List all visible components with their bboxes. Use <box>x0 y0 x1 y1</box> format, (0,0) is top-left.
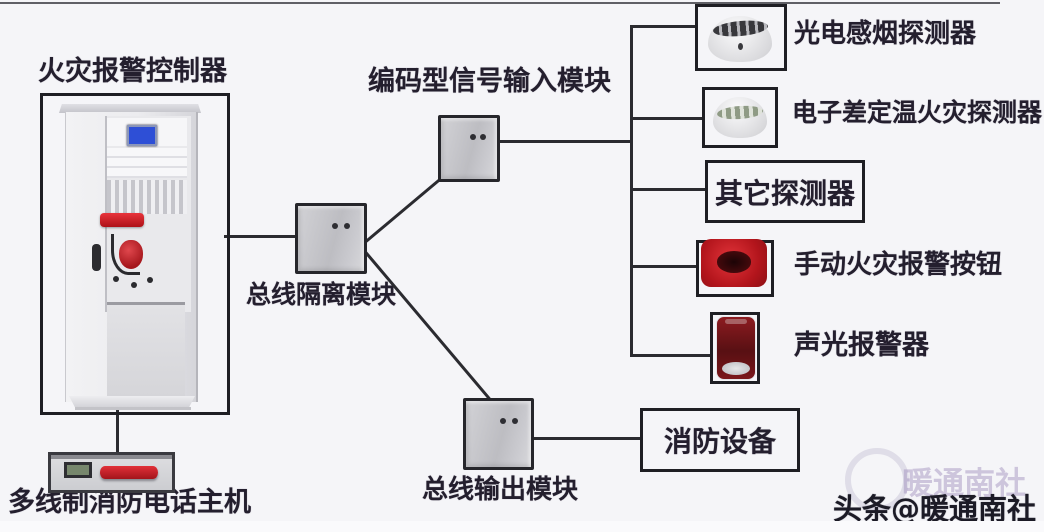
phone-host-top-strip <box>51 455 172 459</box>
cabinet-top-cap <box>59 104 201 113</box>
other-detector-label: 其它探测器 <box>714 176 855 210</box>
smoke-detector-label: 光电感烟探测器 <box>794 19 977 49</box>
module-terminal-dot <box>499 418 506 425</box>
input-module <box>438 115 500 182</box>
output-module <box>463 398 534 470</box>
module-terminal-dot <box>480 133 487 140</box>
cabinet-lower-door <box>107 302 185 397</box>
fire-equipment-box: 消防设备 <box>640 408 800 472</box>
controller-box <box>40 93 230 415</box>
cabinet-knob-dot <box>147 277 153 283</box>
watermark-main-text: 头条@暖通南社 <box>833 492 1037 526</box>
cabinet-indicator-rows <box>107 148 187 178</box>
cabinet-red-handset <box>119 240 143 269</box>
connector-input-trunk <box>498 140 633 143</box>
cabinet-base <box>69 396 195 408</box>
module-terminal-dot <box>511 418 518 425</box>
top-border-line <box>0 2 1000 4</box>
cabinet-red-bar <box>100 213 144 227</box>
output-module-label: 总线输出模块 <box>422 475 579 505</box>
smoke-detector-led <box>738 43 743 50</box>
manual-call-point-center <box>716 251 752 273</box>
connector-controller-phone <box>116 408 119 454</box>
sound-light-alarm-label: 声光报警器 <box>794 330 929 361</box>
cabinet-knob-dot <box>131 282 137 288</box>
branch-sound-light-alarm <box>630 354 712 357</box>
watermark-logo-icon <box>845 448 909 512</box>
fire-equipment-label: 消防设备 <box>663 425 776 458</box>
cabinet-lcd-screen <box>127 125 157 146</box>
cabinet-phone-cord <box>111 234 140 275</box>
phone-host-red-handset <box>100 466 158 479</box>
connector-controller-isolation <box>224 235 296 238</box>
module-terminal-dot <box>470 133 477 140</box>
phone-host-image <box>48 452 175 493</box>
trunk-line <box>630 25 633 357</box>
smoke-detector-box <box>695 4 787 71</box>
branch-other-detector <box>630 188 707 191</box>
branch-heat-detector <box>630 117 704 120</box>
branch-smoke-detector <box>630 25 697 28</box>
strobe-grille <box>722 362 750 375</box>
other-detector-box: 其它探测器 <box>705 160 865 223</box>
controller-cabinet-image <box>59 104 201 410</box>
manual-call-point-image <box>701 239 767 287</box>
manual-call-point-label: 手动火灾报警按钮 <box>794 250 1003 280</box>
module-terminal-dot <box>344 222 351 229</box>
manual-call-point-box <box>696 239 774 297</box>
branch-manual-call-point <box>630 265 698 268</box>
cabinet-knob-dot <box>113 276 119 282</box>
heat-detector-box <box>702 87 778 148</box>
cabinet-door-handle <box>92 244 101 271</box>
sound-light-alarm-box <box>710 312 760 384</box>
cabinet-louver-slats <box>107 180 187 214</box>
isolation-module <box>295 203 367 274</box>
controller-label: 火灾报警控制器 <box>38 56 227 87</box>
connector-isolation-output <box>363 250 492 401</box>
strobe-lens <box>724 319 748 324</box>
connector-isolation-input <box>365 178 442 243</box>
cabinet-base-shadow <box>75 407 191 410</box>
phone-host-display <box>64 462 92 478</box>
input-module-label: 编码型信号输入模块 <box>368 66 611 97</box>
sound-light-alarm-image <box>716 316 756 380</box>
phone-host-label: 多线制消防电话主机 <box>8 487 251 518</box>
connector-output-equipment <box>531 437 642 440</box>
bottom-strip <box>0 521 1044 532</box>
watermark-ghost-text: 暖通南社 <box>902 466 1026 502</box>
isolation-module-label: 总线隔离模块 <box>246 280 397 309</box>
module-terminal-dot <box>332 222 339 229</box>
heat-detector-label: 电子差定温火灾探测器 <box>792 98 1043 127</box>
